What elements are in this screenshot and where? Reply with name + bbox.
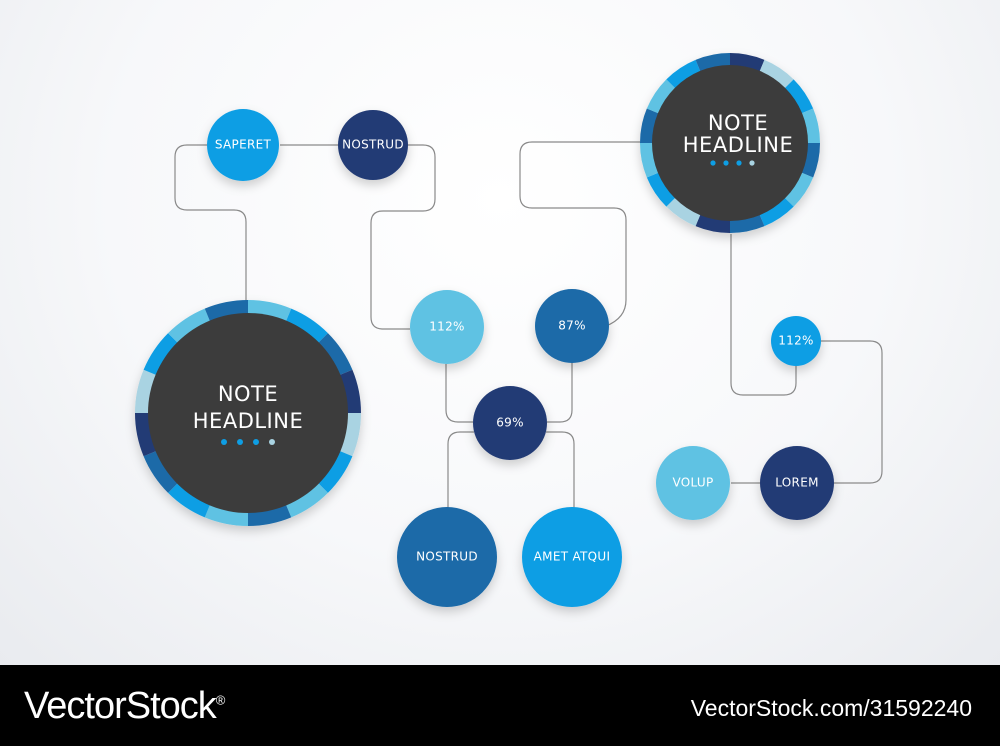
ring-segment [168,482,211,518]
stock-image-id: VectorStock.com/31592240 [690,695,972,721]
mind-map-diagram: NOTE HEADLINE NOTE HEADLINE SAPERET NOST… [135,53,883,607]
connector-lines [174,141,883,512]
ring-segment [338,413,361,457]
node-nostrud-bottom[interactable] [397,507,497,607]
node-nostrud-bottom-label: NOSTRUD [416,550,478,564]
node-87-label: 87% [558,319,586,333]
node-69[interactable] [473,386,547,460]
ring-segment [640,108,660,143]
node-amet-atqui[interactable] [522,507,622,607]
node-nostrud-top-circle[interactable] [338,110,408,180]
node-69-circle[interactable] [473,386,547,460]
node-amet-atqui-circle[interactable] [522,507,622,607]
node-112-center[interactable] [410,290,484,364]
connector-112-lorem [821,340,883,484]
vectorstock-logo: VectorStock® [24,685,226,728]
ring-segment [248,503,292,526]
ring-segment [783,172,814,207]
dot [723,160,729,166]
ring-segment [248,300,292,323]
ring-segment [783,79,814,114]
node-volup-label: VOLUP [672,476,713,490]
node-lorem[interactable] [760,446,834,520]
ring-segment [640,143,660,178]
right-note-title-line2: HEADLINE [683,133,793,157]
connector-right-note-112 [730,234,797,396]
ring-segment [135,413,158,457]
brand-text: VectorStock [24,685,217,727]
ring-segment [646,172,677,207]
left-note-title-line2: HEADLINE [193,409,303,433]
dot [237,439,243,445]
node-lorem-label: LOREM [775,476,818,490]
ring-segment [143,450,179,493]
ring-segment [759,59,794,90]
connector-69-nostrud [447,431,474,510]
node-amet-atqui-label: AMET ATQUI [534,550,611,564]
right-note-ring [640,53,820,233]
node-nostrud-bottom-circle[interactable] [397,507,497,607]
connector-87-right-note [519,141,640,327]
ring-segment [285,308,328,344]
ring-segment [695,53,730,73]
watermark-footer: VectorStock® VectorStock.com/31592240 [0,665,1000,746]
connector-69-amet [546,431,575,512]
left-note-ring [135,300,361,526]
connector-nostrud-112 [370,144,436,330]
ring-segment [143,333,179,376]
ring-segment [759,196,794,227]
node-112-right-label: 112% [778,334,814,348]
ring-segment [285,482,328,518]
ring-segment [317,333,353,376]
ring-segment [204,300,248,323]
ring-segment [338,369,361,413]
diagram-canvas: NOTE HEADLINE NOTE HEADLINE SAPERET NOST… [0,0,1000,665]
ring-segment [646,79,677,114]
left-note-dots [221,439,275,445]
ring-segment [730,53,765,73]
dot [749,160,755,166]
right-note-title-line1: NOTE [708,111,768,135]
node-saperet[interactable] [207,109,279,181]
ring-segment [168,308,211,344]
ring-segment [666,196,701,227]
node-volup[interactable] [656,446,730,520]
ring-segment [317,450,353,493]
node-lorem-circle[interactable] [760,446,834,520]
node-112-right-circle[interactable] [771,316,821,366]
node-nostrud-top-label: NOSTRUD [342,138,404,152]
dot [253,439,259,445]
node-volup-circle[interactable] [656,446,730,520]
connector-87-69 [547,362,573,423]
ring-segment [730,213,765,233]
node-87-circle[interactable] [535,289,609,363]
connector-112-69 [445,364,473,423]
left-note-core [148,313,348,513]
node-nostrud-top[interactable] [338,110,408,180]
dot [736,160,742,166]
node-87[interactable] [535,289,609,363]
connector-saperet-left-note [174,144,247,303]
node-saperet-circle[interactable] [207,109,279,181]
node-112-right[interactable] [771,316,821,366]
node-69-label: 69% [496,416,524,430]
left-note-title-line1: NOTE [218,382,278,406]
ring-segment [800,108,820,143]
ring-segment [135,369,158,413]
dot [269,439,275,445]
right-note-core [652,65,808,221]
ring-segment [666,59,701,90]
ring-segment [695,213,730,233]
dot [221,439,227,445]
ring-segment [800,143,820,178]
node-112-center-circle[interactable] [410,290,484,364]
ring-segment [204,503,248,526]
registered-mark: ® [215,692,226,708]
node-saperet-label: SAPERET [215,138,272,152]
dot [710,160,716,166]
node-112-center-label: 112% [429,320,465,334]
right-note-dots [710,160,755,166]
